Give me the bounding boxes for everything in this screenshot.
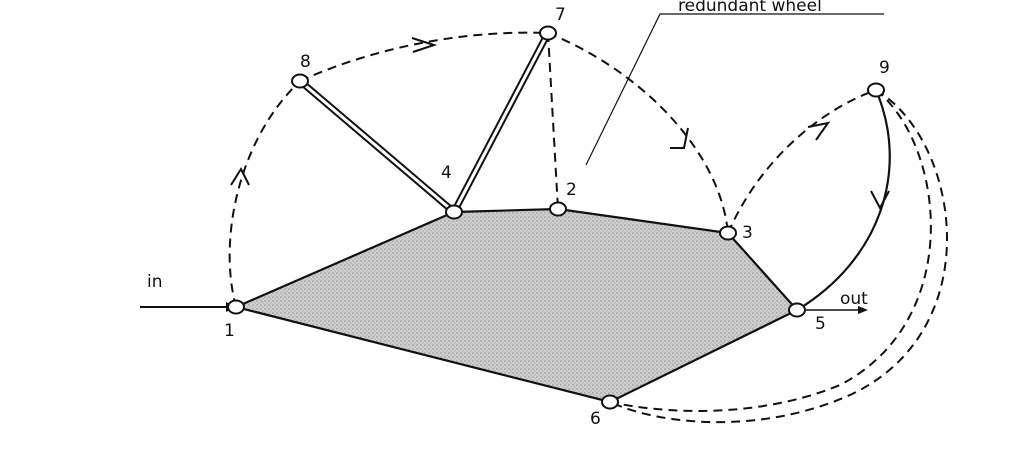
arrowhead-3-9 [807,121,831,141]
link-8-4 [296,77,458,216]
arrowhead-8-7 [411,37,438,53]
base-body-polygon [232,207,799,404]
node-4 [445,204,463,220]
node-6 [601,394,619,410]
callout-leader-line [585,13,884,166]
input-arrow [140,302,236,312]
arrowhead-1-8 [230,166,250,186]
dashed-path-7-2 [547,32,559,210]
node-label-8: 8 [300,52,311,72]
node-5 [788,302,806,318]
link-4-7 [450,29,552,216]
node-label-9: 9 [879,58,890,78]
input-label: in [147,272,163,292]
node-label-4: 4 [441,163,452,183]
dashed-double-path-9-6-inner [609,89,932,412]
node-3 [719,225,737,241]
node-label-5: 5 [815,314,826,334]
node-1 [227,299,245,315]
node-2 [549,201,567,217]
arrowhead-9-5 [870,190,890,211]
node-label-1: 1 [224,321,235,341]
dashed-path-1-8 [228,80,301,308]
node-label-3: 3 [742,223,753,243]
dashed-path-8-7 [299,31,549,82]
callout-label: redundant wheel [678,0,822,16]
node-9 [867,82,885,98]
node-label-6: 6 [590,409,601,429]
node-7 [539,25,557,41]
node-label-2: 2 [566,180,577,200]
dashed-path-7-3 [547,32,729,234]
dashed-path-3-9 [727,89,877,234]
node-label-7: 7 [555,5,566,25]
output-arrow [797,306,868,314]
arrowhead-7-3 [670,127,689,149]
solid-path-9-5 [796,89,891,311]
node-8 [291,73,309,89]
output-label: out [840,289,868,309]
